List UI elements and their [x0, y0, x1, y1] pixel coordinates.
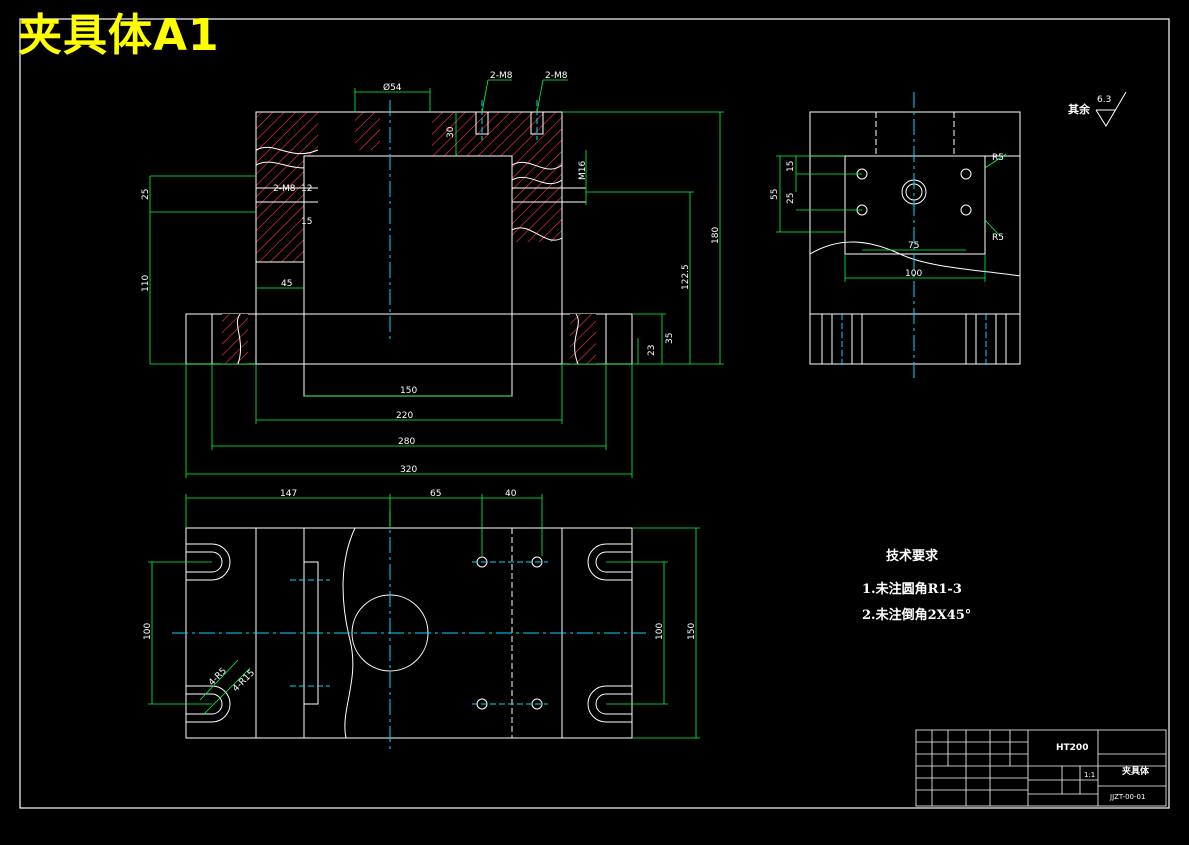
- part-name-text: 夹具体: [1122, 765, 1150, 777]
- drawing-border: [19, 18, 1170, 809]
- svg-text:2-M8: 2-M8: [545, 71, 568, 81]
- svg-text:30: 30: [446, 126, 456, 138]
- svg-text:25: 25: [141, 189, 151, 200]
- svg-text:320: 320: [400, 465, 417, 475]
- svg-text:110: 110: [141, 275, 151, 292]
- title-block: [915, 729, 1167, 807]
- svg-text:4-R5: 4-R5: [207, 666, 229, 688]
- svg-text:R5: R5: [992, 233, 1004, 243]
- roughness-label: 其余: [1068, 103, 1090, 116]
- svg-text:4-R15: 4-R15: [231, 668, 257, 694]
- svg-text:45: 45: [281, 279, 292, 289]
- svg-text:65: 65: [430, 489, 441, 499]
- svg-text:25: 25: [786, 193, 796, 204]
- svg-text:Ø54: Ø54: [383, 82, 402, 93]
- top-view-dimensions: [148, 494, 700, 739]
- svg-text:35: 35: [665, 333, 675, 344]
- svg-text:2-M8: 2-M8: [490, 71, 513, 81]
- top-view-dim-text: 147 65 40 100 100 150 4-R5 4-R15: [143, 489, 697, 694]
- side-view: [809, 92, 1021, 382]
- svg-text:220: 220: [396, 411, 413, 421]
- svg-text:R5: R5: [992, 153, 1004, 163]
- svg-text:150: 150: [687, 623, 697, 640]
- svg-text:147: 147: [280, 489, 297, 499]
- svg-text:12: 12: [301, 184, 312, 194]
- svg-text:23: 23: [647, 345, 657, 356]
- front-view-dim-text: Ø54 150 220 280 320 45 2-M8 2-M8 25 110 …: [141, 71, 721, 475]
- tech-requirement-item: 2.未注倒角2X45°: [862, 608, 972, 623]
- svg-text:2-M8: 2-M8: [273, 184, 296, 194]
- drawing-title: 夹具体A1: [18, 10, 220, 61]
- svg-text:40: 40: [505, 489, 517, 499]
- side-view-dimensions: [776, 153, 1007, 282]
- svg-text:15: 15: [786, 161, 796, 172]
- svg-text:150: 150: [400, 386, 417, 396]
- material-text: HT200: [1056, 743, 1088, 753]
- svg-text:75: 75: [908, 241, 919, 251]
- svg-text:180: 180: [711, 227, 721, 244]
- front-view-dimensions: [149, 79, 724, 478]
- svg-text:100: 100: [143, 623, 153, 640]
- top-view: [172, 510, 646, 750]
- roughness-symbol: [1095, 91, 1127, 127]
- drawing-no-text: JJZT-00-01: [1109, 793, 1145, 801]
- roughness-value: 6.3: [1097, 95, 1112, 105]
- title-block-text: HT200 夹具体 JJZT-00-01 1:1: [1056, 743, 1150, 801]
- svg-text:15: 15: [301, 217, 312, 227]
- tech-requirement-item: 1.未注圆角R1-3: [862, 582, 962, 597]
- tech-requirements: 技术要求 1.未注圆角R1-3 2.未注倒角2X45°: [862, 545, 971, 630]
- tech-requirements-title: 技术要求: [886, 549, 939, 564]
- svg-text:100: 100: [905, 269, 922, 279]
- svg-text:M16: M16: [578, 161, 588, 180]
- svg-text:122.5: 122.5: [681, 264, 691, 290]
- front-view: [185, 100, 633, 397]
- side-view-dim-text: 55 15 25 75 100 R5 R5: [770, 153, 1004, 279]
- svg-text:100: 100: [655, 623, 665, 640]
- svg-text:55: 55: [770, 189, 780, 200]
- svg-text:280: 280: [398, 437, 415, 447]
- scale-text: 1:1: [1084, 771, 1095, 779]
